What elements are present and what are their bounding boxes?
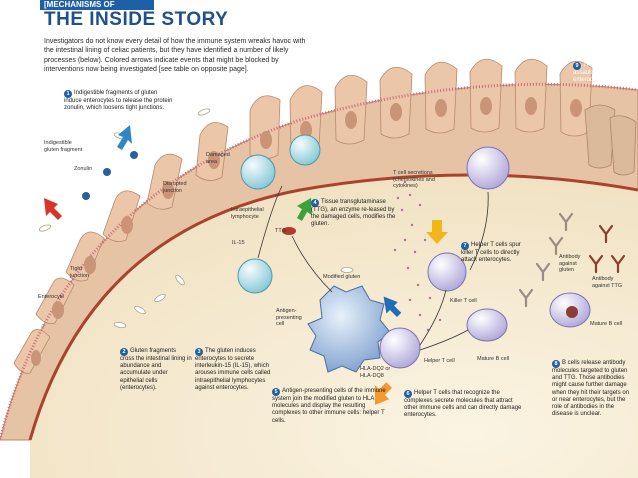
step-6-number: 6 — [404, 390, 412, 398]
brush-border — [0, 82, 638, 441]
step-6-text: Helper T cells that recognize the comple… — [404, 390, 522, 419]
helper-t-cell-upper — [466, 146, 510, 190]
antibodies-ttg — [588, 224, 626, 274]
section-tag: [MECHANISMS OF DISEASE] — [40, 0, 154, 19]
step-3-text: The gluten induces enterocytes to secret… — [195, 348, 271, 391]
arrow-red — [44, 198, 62, 220]
zonulin-molecules — [82, 151, 138, 200]
antibodies — [518, 212, 574, 308]
label-iel: Intraepithelial lymphocyte — [231, 207, 264, 220]
nuclei — [31, 97, 582, 366]
step-5-number: 5 — [272, 388, 280, 396]
step-4-text: Tissue transglutaminase (TTG), an enzyme… — [311, 199, 396, 228]
flow-arrows — [257, 185, 489, 351]
damaged-enterocytes — [584, 104, 637, 176]
arrow-yellow — [426, 220, 448, 244]
label-damaged-area: Damaged area — [206, 152, 230, 165]
label-mature-b: Mature B cell — [477, 356, 510, 362]
label-ab-ttg: Antibody against TTG — [592, 276, 623, 289]
step-9-text: The various assaults disable and kill en… — [573, 62, 637, 84]
label-ttg: TTG — [275, 228, 286, 234]
arrow-blue-1 — [117, 125, 132, 150]
step-8-number: 8 — [552, 360, 560, 368]
intro-text: Investigators do not know every detail o… — [44, 38, 306, 73]
label-t-cell-secretions: T cell secretions (chemokines and cytoki… — [393, 170, 435, 189]
killer-t-cell — [427, 252, 467, 292]
enterocyte-cells — [13, 58, 593, 374]
label-ab-gluten: Antibody against gluten — [559, 254, 581, 273]
antigen-presenting-cell — [307, 285, 391, 373]
step-7-text: Helper T cells spur killer T cells to di… — [461, 242, 521, 264]
cytokine-dots — [393, 180, 442, 332]
label-modified-gluten: Modified gluten — [323, 274, 361, 280]
arrow-green — [297, 198, 312, 221]
label-zonulin: Zonulin — [74, 166, 93, 172]
step-8-text: B cells release antibody molecules targe… — [552, 360, 630, 418]
label-mature-b-right: Mature B cell — [590, 321, 623, 327]
step-4-number: 4 — [311, 199, 319, 207]
step-2-number: 2 — [120, 348, 128, 356]
label-tight-junction: Tight junction — [70, 266, 89, 279]
step-2-text: Gluten fragments cross the intestinal li… — [120, 348, 192, 391]
step-9-number: 9 — [573, 62, 581, 70]
gluten-fragments — [38, 108, 354, 329]
ttg-enzyme — [282, 227, 296, 235]
intraepithelial-lymphocytes — [237, 134, 321, 294]
step-1-text: Indigestible fragments of gluten induce … — [64, 90, 173, 112]
basement-membrane — [28, 173, 638, 441]
step-3-number: 3 — [195, 348, 203, 356]
label-helper-t: Helper T cell — [424, 358, 455, 364]
step-5-text: Antigen-presenting cells of the immune s… — [272, 388, 386, 424]
label-enterocyte: Enterocyte — [38, 294, 65, 300]
arrow-orange — [375, 382, 392, 405]
label-apc: Antigen-presenting cell — [276, 308, 302, 327]
label-disrupted-junction: Disrupted junction — [163, 181, 187, 194]
mature-b-cell — [466, 308, 508, 342]
page-title: THE INSIDE STORY — [44, 9, 229, 30]
label-killer-t: Killer T cell — [450, 298, 477, 304]
label-il15: IL-15 — [232, 240, 245, 246]
helper-t-cell — [379, 327, 421, 369]
label-hla: HLA-DQ2 or HLA-DQ8 — [360, 366, 391, 379]
label-gluten-fragment: Indigestible gluten fragment — [44, 140, 83, 153]
step-7-number: 7 — [461, 242, 469, 250]
step-1-number: 1 — [64, 90, 72, 98]
arrow-blue-2 — [383, 296, 402, 318]
